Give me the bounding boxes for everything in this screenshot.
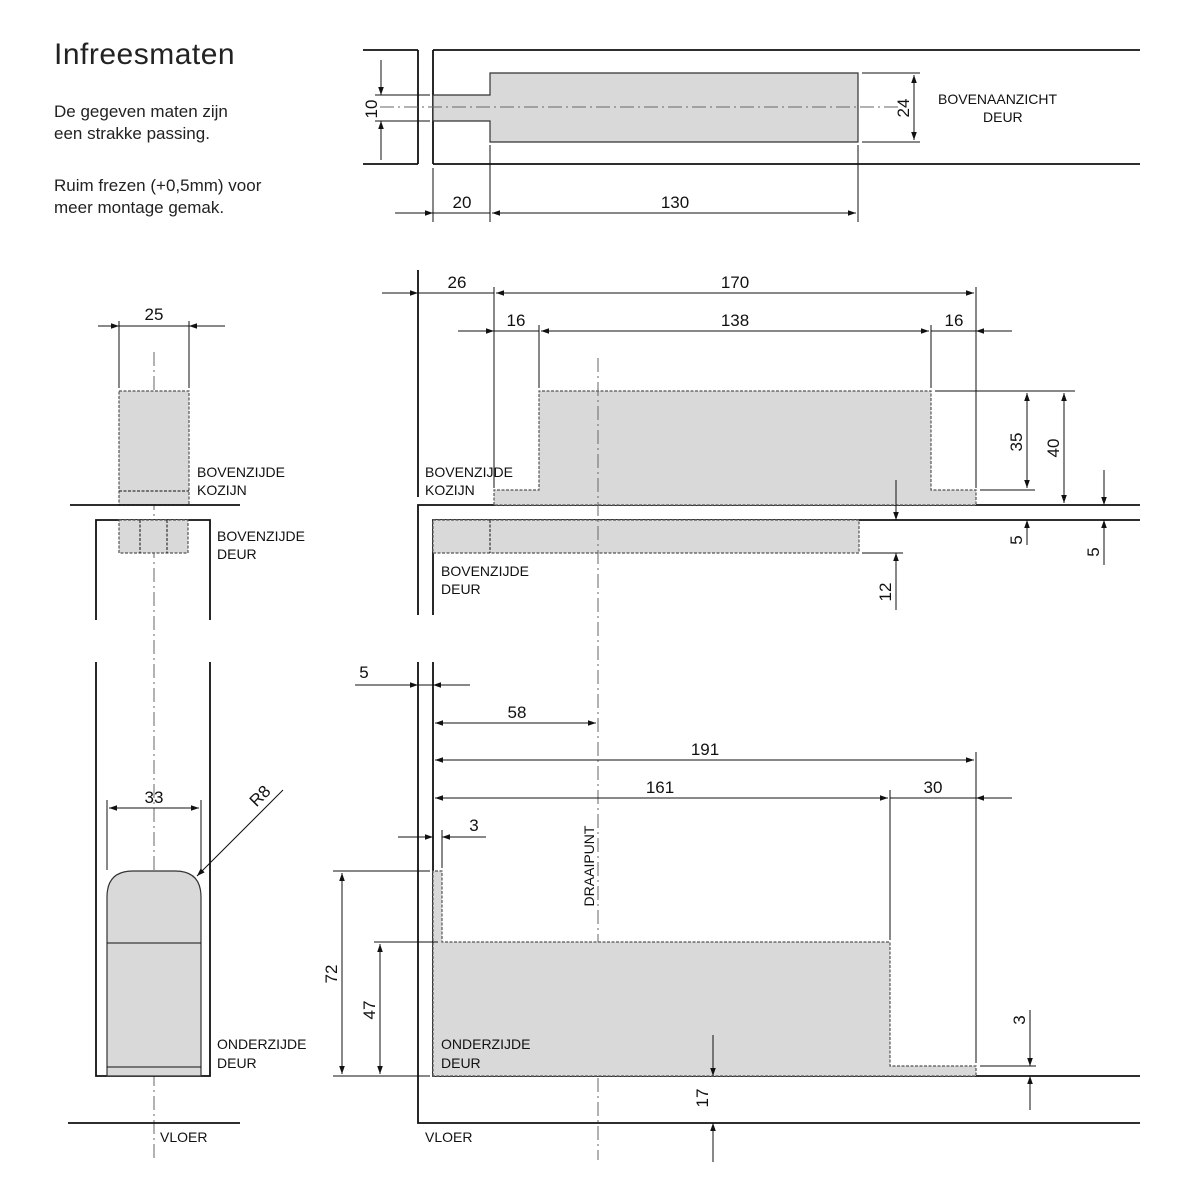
label-deur-side-top: DEUR (217, 546, 257, 562)
dim-10: 10 (362, 100, 381, 119)
dim-5-front-b: 5 (1084, 547, 1103, 556)
dim-24: 24 (894, 99, 913, 118)
dim-30: 30 (924, 778, 943, 797)
door-bottom-cutout (432, 870, 977, 1077)
dim-130: 130 (661, 193, 689, 212)
door-top-cutout (432, 519, 860, 554)
note-tight-fit: De gegeven maten zijn een strakke passin… (54, 101, 228, 145)
dim-r8: R8 (246, 782, 275, 811)
dim-12: 12 (876, 583, 895, 602)
side-view: BOVENZIJDE KOZIJN 25 BOVENZIJDE DEUR OND… (68, 305, 306, 1160)
dim-3-horizontal: 3 (469, 816, 478, 835)
note-tight-fit-text: De gegeven maten zijn een strakke passin… (54, 102, 228, 143)
label-deur-side-bottom: DEUR (217, 1055, 257, 1071)
dim-35: 35 (1007, 433, 1026, 452)
dim-33: 33 (145, 788, 164, 807)
note-loose-fit-text: Ruim frezen (+0,5mm) voor meer montage g… (54, 176, 262, 217)
dim-58: 58 (508, 703, 527, 722)
dim-72: 72 (322, 965, 341, 984)
dim-17: 17 (693, 1089, 712, 1108)
dim-3-vertical: 3 (1010, 1015, 1029, 1024)
side-top-block (118, 390, 190, 506)
label-draaipunt: DRAAIPUNT (581, 825, 597, 906)
dim-161: 161 (646, 778, 674, 797)
label-bovenzijde-kozijn-front: BOVENZIJDE (425, 464, 513, 480)
label-onderzijde-front: ONDERZIJDE (441, 1036, 530, 1052)
dim-170: 170 (721, 273, 749, 292)
dim-16-left: 16 (507, 311, 526, 330)
front-view-bottom: ONDERZIJDE DEUR VLOER DRAAIPUNT 5 58 191… (322, 662, 1140, 1162)
dim-16-right: 16 (945, 311, 964, 330)
note-loose-fit: Ruim frezen (+0,5mm) voor meer montage g… (54, 175, 261, 219)
dim-5-bottom: 5 (359, 663, 368, 682)
label-bovenzijde-kozijn-side: BOVENZIJDE (197, 464, 285, 480)
dim-5-front-a: 5 (1007, 535, 1026, 544)
dim-25: 25 (145, 305, 164, 324)
dim-138: 138 (721, 311, 749, 330)
dim-26: 26 (448, 273, 467, 292)
side-door-top-slot (118, 519, 189, 554)
label-onderzijde-side: ONDERZIJDE (217, 1036, 306, 1052)
label-deur-front-top: DEUR (441, 581, 481, 597)
label-kozijn-front: KOZIJN (425, 482, 475, 498)
page-title: Infreesmaten (54, 38, 236, 71)
dim-47: 47 (360, 1001, 379, 1020)
label-bovenzijde-deur-side: BOVENZIJDE (217, 528, 305, 544)
label-vloer-front: VLOER (425, 1129, 472, 1145)
label-deur-front-bottom: DEUR (441, 1055, 481, 1071)
label-kozijn-side: KOZIJN (197, 482, 247, 498)
dim-191: 191 (691, 740, 719, 759)
dim-20: 20 (453, 193, 472, 212)
frame-top-cutout (493, 390, 977, 506)
dim-40: 40 (1044, 439, 1063, 458)
side-bottom-block (106, 870, 202, 1077)
top-view: 10 24 BOVENAANZICHT DEUR 20 130 (362, 49, 1140, 222)
label-deur-top: DEUR (983, 109, 1023, 125)
label-vloer-side: VLOER (160, 1129, 207, 1145)
front-view-top: BOVENZIJDE KOZIJN BOVENZIJDE DEUR 26 170… (382, 270, 1140, 1160)
label-bovenzijde-deur-front: BOVENZIJDE (441, 563, 529, 579)
label-bovenaanzicht: BOVENAANZICHT (938, 91, 1057, 107)
